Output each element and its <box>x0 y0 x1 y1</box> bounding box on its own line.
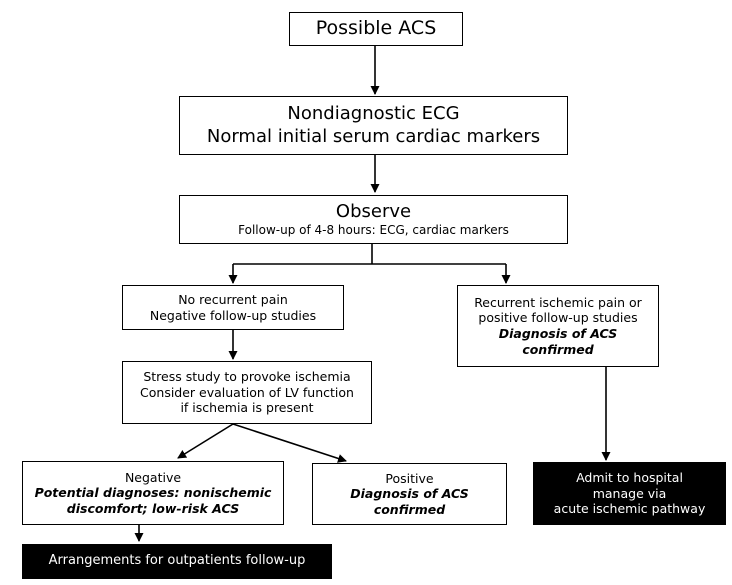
observe-box: Observe Follow-up of 4-8 hours: ECG, car… <box>179 195 568 244</box>
admit-line-2: manage via <box>592 485 667 501</box>
admit-line-1: Admit to hospital <box>576 470 683 486</box>
observe-title: Observe <box>335 200 412 222</box>
recurrent-pain-box: Recurrent ischemic pain or positive foll… <box>457 285 659 367</box>
possible-acs-box: Possible ACS <box>289 12 463 46</box>
arrow-stress-to-negative <box>177 423 234 459</box>
negative-title: Negative <box>124 469 182 485</box>
positive-box: Positive Diagnosis of ACS confirmed <box>312 463 507 525</box>
admit-hospital-box: Admit to hospital manage via acute ische… <box>533 462 726 525</box>
ecg-label: Nondiagnostic ECG <box>287 103 460 124</box>
negative-diagnoses-2: discomfort; low-risk ACS <box>66 500 240 516</box>
possible-acs-label: Possible ACS <box>315 17 437 40</box>
no-pain-line-1: No recurrent pain <box>178 291 288 307</box>
recurrent-line-1: Recurrent ischemic pain or <box>474 294 642 310</box>
stress-line-3: if ischemia is present <box>180 400 314 416</box>
no-recurrent-pain-box: No recurrent pain Negative follow-up stu… <box>122 285 344 330</box>
stress-study-box: Stress study to provoke ischemia Conside… <box>122 361 372 424</box>
outpatient-followup-box: Arrangements for outpatients follow-up <box>22 544 332 579</box>
stress-line-2: Consider evaluation of LV function <box>140 384 354 400</box>
recurrent-diagnosis-1: Diagnosis of ACS <box>498 326 618 341</box>
outpatient-label: Arrangements for outpatients follow-up <box>48 553 306 569</box>
recurrent-line-2: positive follow-up studies <box>478 310 638 326</box>
positive-diagnosis-1: Diagnosis of ACS <box>350 486 469 502</box>
ecg-markers-box: Nondiagnostic ECG Normal initial serum c… <box>179 96 568 155</box>
stress-line-1: Stress study to provoke ischemia <box>143 369 351 385</box>
markers-label: Normal initial serum cardiac markers <box>206 125 541 147</box>
positive-title: Positive <box>385 470 434 486</box>
observe-detail: Follow-up of 4-8 hours: ECG, cardiac mar… <box>238 223 509 238</box>
negative-box: Negative Potential diagnoses: nonischemi… <box>22 461 284 525</box>
arrow-stress-to-positive <box>232 423 347 463</box>
recurrent-diagnosis-2: confirmed <box>522 341 594 357</box>
positive-diagnosis-2: confirmed <box>373 501 446 517</box>
admit-line-3: acute ischemic pathway <box>553 501 706 517</box>
no-pain-line-2: Negative follow-up studies <box>149 307 317 323</box>
negative-diagnoses-1: Potential diagnoses: nonischemic <box>34 485 272 501</box>
